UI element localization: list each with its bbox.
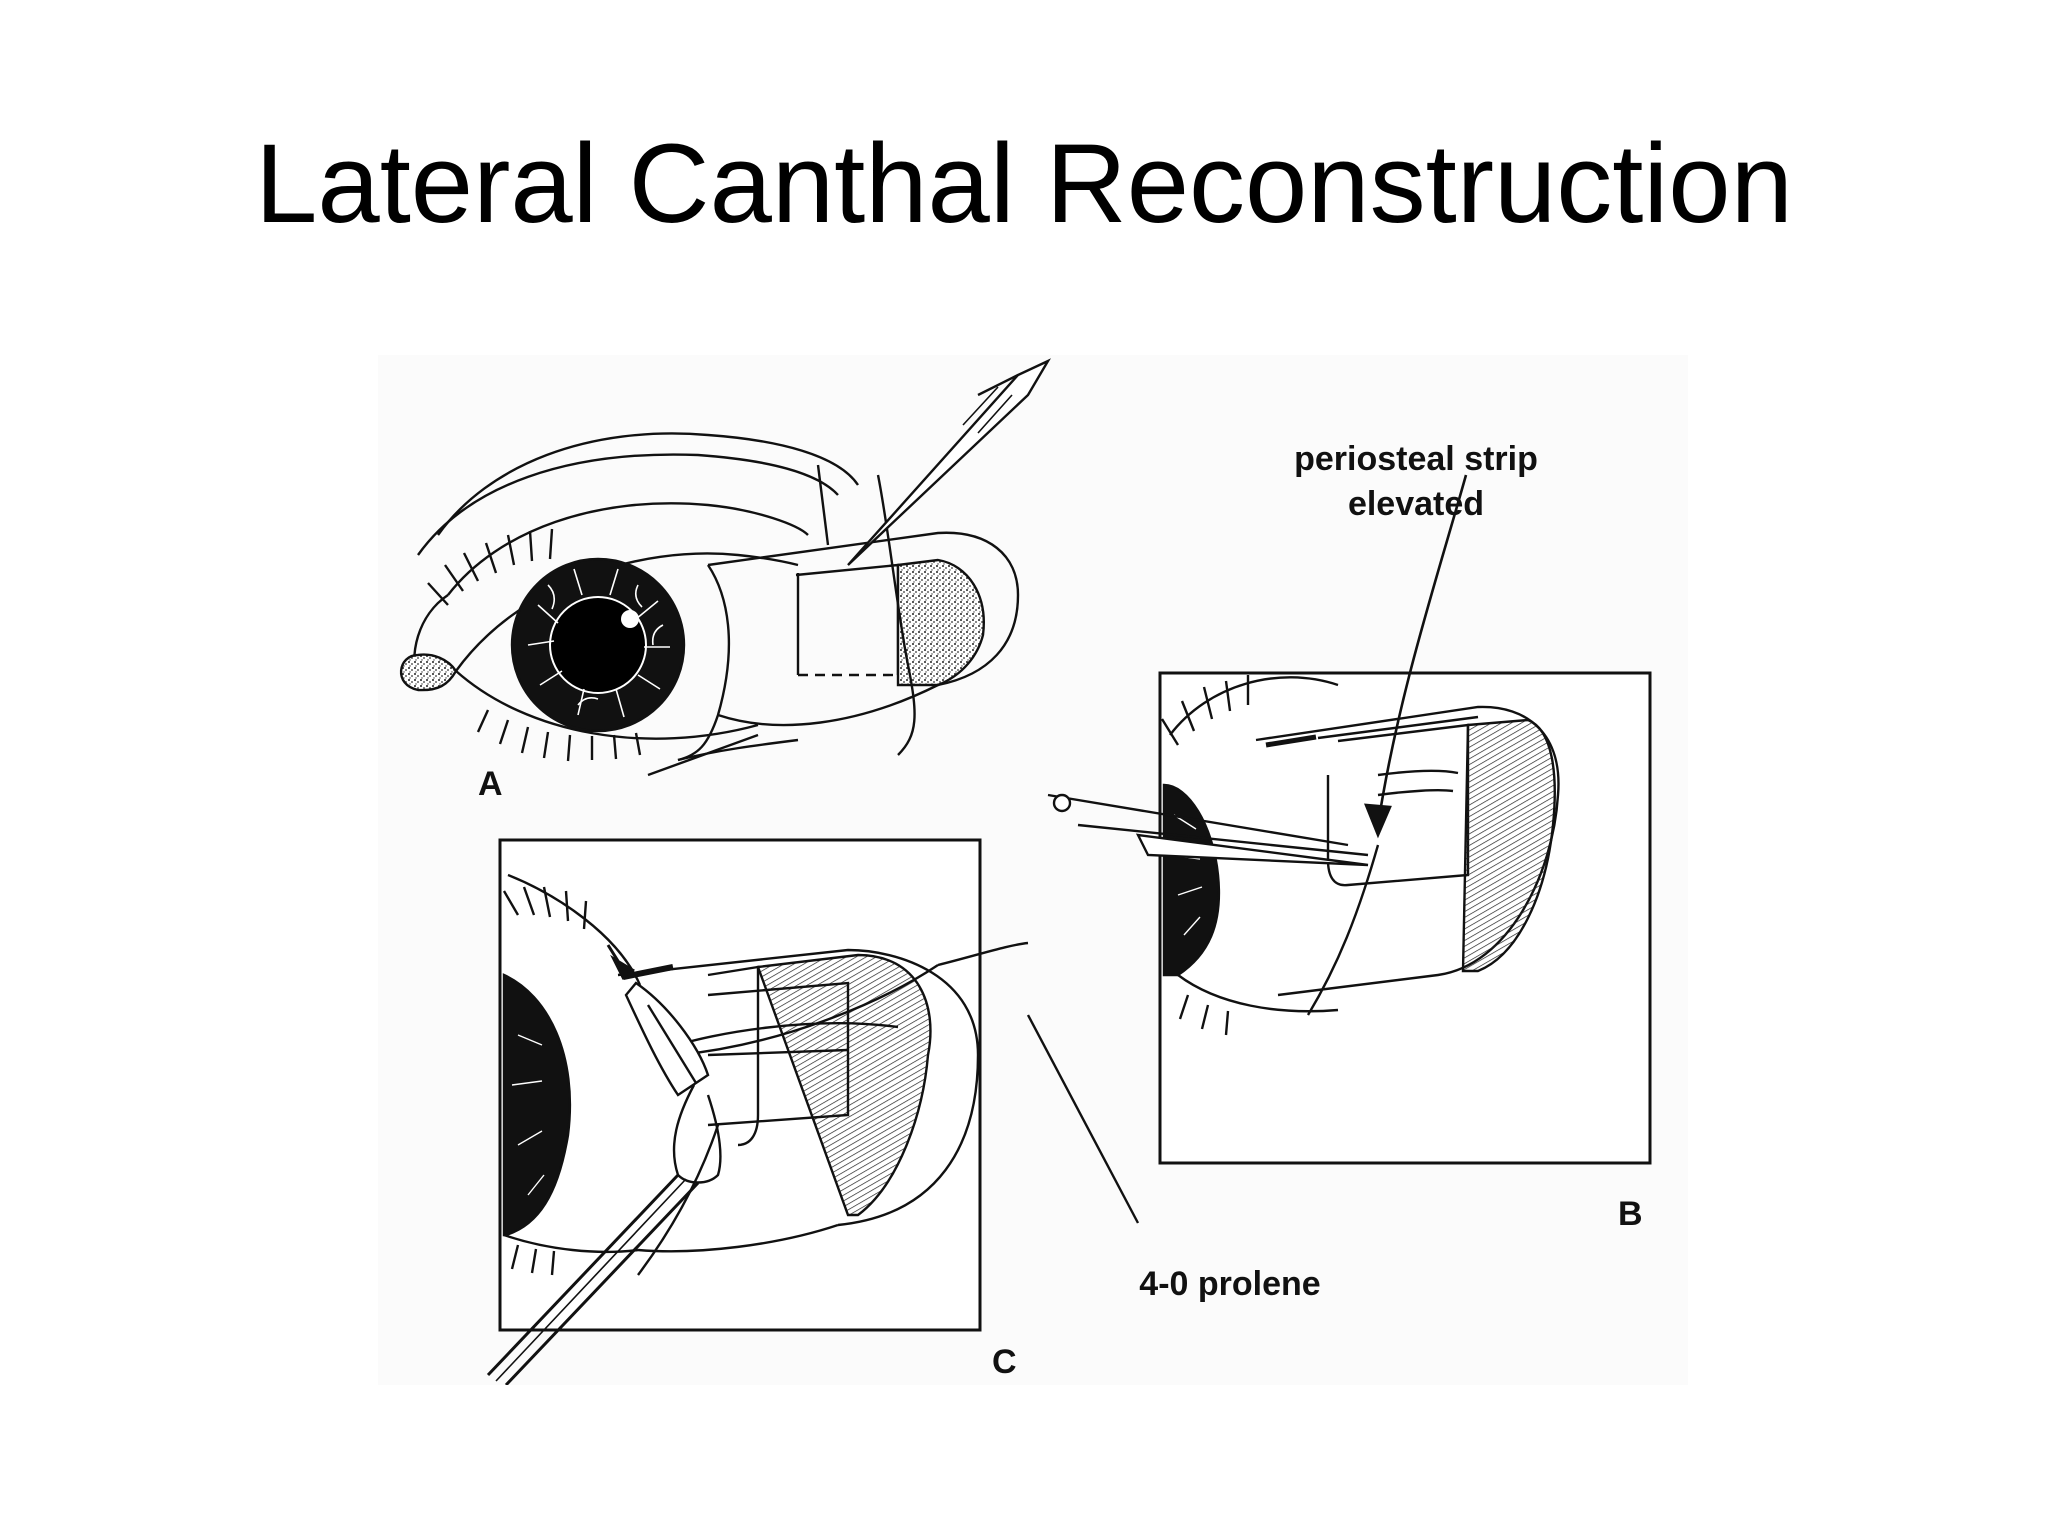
label-periosteal-strip: periosteal strip bbox=[1294, 440, 1538, 478]
panel-c-drawing bbox=[486, 873, 1029, 1385]
prolene-leader-line bbox=[1026, 1014, 1140, 1224]
panel-a-drawing bbox=[399, 358, 1051, 777]
surgical-illustration: A B periosteal strip elevated bbox=[378, 355, 1688, 1385]
panel-b-drawing bbox=[1047, 675, 1560, 1036]
panel-b-frame bbox=[1158, 671, 1652, 1165]
slide-title: Lateral Canthal Reconstruction bbox=[255, 121, 1793, 246]
label-elevated: elevated bbox=[1348, 485, 1484, 523]
panel-a-letter: A bbox=[478, 765, 503, 803]
panel-c-letter: C bbox=[992, 1343, 1017, 1381]
illustration-canvas: A B periosteal strip elevated bbox=[378, 355, 1688, 1385]
label-4-0-prolene: 4-0 prolene bbox=[1139, 1265, 1320, 1303]
periosteal-arrow bbox=[1364, 474, 1468, 839]
panel-b-letter: B bbox=[1618, 1195, 1643, 1233]
